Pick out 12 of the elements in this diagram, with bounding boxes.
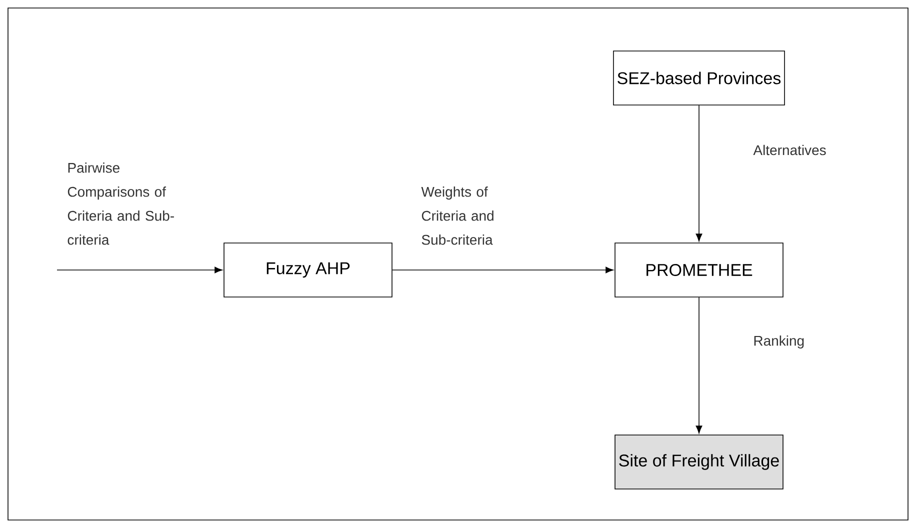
arrow	[696, 297, 702, 434]
process-box: PROMETHEE	[614, 242, 784, 298]
process-box: Fuzzy AHP	[224, 242, 392, 298]
edge-label: Alternatives	[753, 144, 826, 156]
arrow	[696, 105, 702, 242]
edge-label: Pairwise Comparisons of Criteria and Sub-criteria	[68, 162, 174, 245]
edge-label: Ranking	[754, 335, 804, 349]
arrow	[56, 266, 222, 274]
process-box: Site of Freight Village	[614, 434, 784, 490]
process-box: SEZ-based Provinces	[613, 50, 785, 106]
arrow	[392, 266, 614, 274]
edge-label: Weights of Criteria and Sub-criteria	[421, 186, 494, 245]
